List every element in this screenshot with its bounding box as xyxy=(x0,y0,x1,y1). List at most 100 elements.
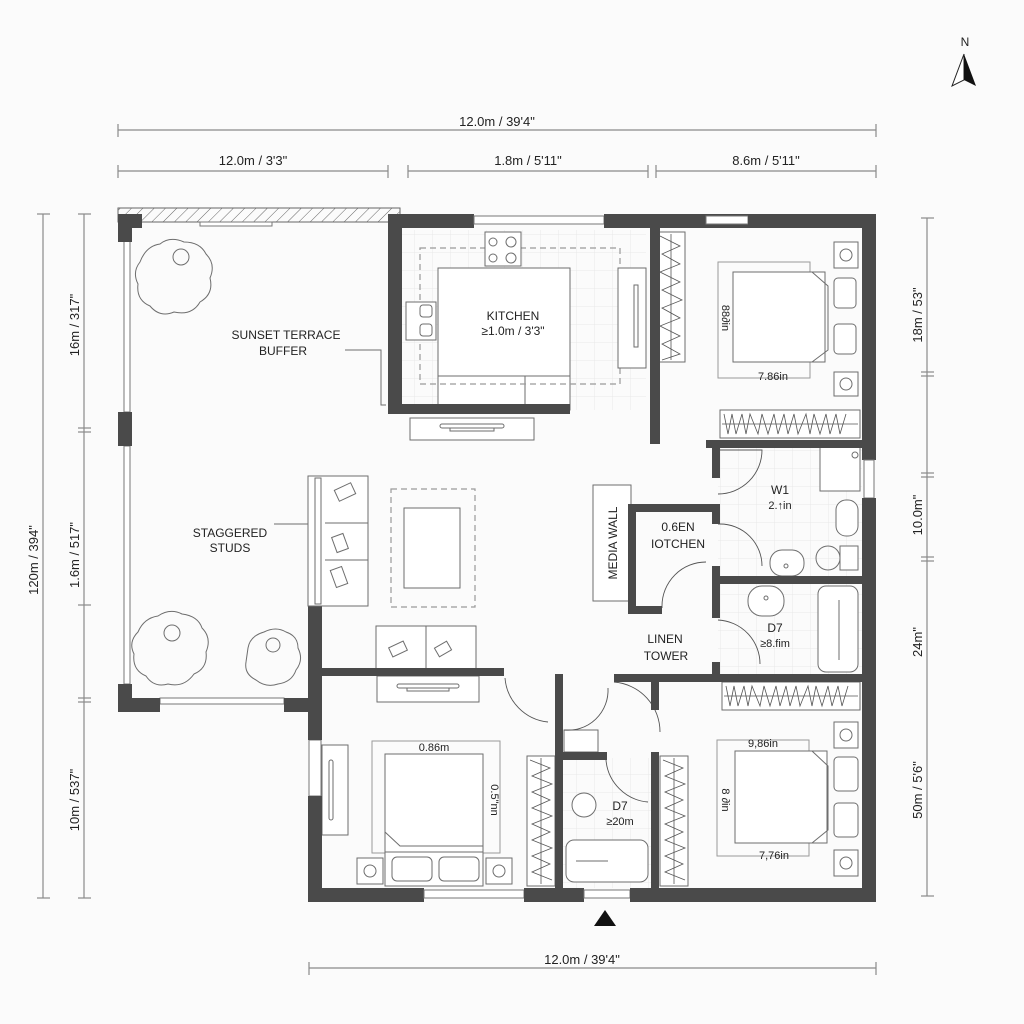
linen-tower-label: LINEN xyxy=(647,632,682,646)
stove-icon xyxy=(484,231,522,267)
toilet-icon xyxy=(571,792,597,818)
closet-icon xyxy=(526,755,556,887)
north-arrow-icon: N xyxy=(951,35,976,88)
sofa-bottom xyxy=(375,625,477,671)
svg-text:10m / 537": 10m / 537" xyxy=(67,768,82,831)
studs-label: STUDS xyxy=(210,541,251,555)
closet-icon xyxy=(719,409,861,439)
bedroom-ne: 88∂in 7.86in xyxy=(656,231,861,439)
fridge-icon xyxy=(617,267,647,369)
lamp-icon xyxy=(839,856,853,870)
dresser xyxy=(376,675,480,703)
basin-icon xyxy=(747,585,785,617)
sofa-left xyxy=(307,475,369,607)
d7-label: D7 xyxy=(612,799,628,813)
bedroom-sw: 0.86m 0.5"nn xyxy=(308,675,556,887)
entry-arrow-icon xyxy=(594,910,616,926)
terrace: SUNSET TERRACE BUFFER STAGGERED STUDS xyxy=(117,207,401,712)
bed-icon xyxy=(732,271,857,363)
kitchen-label: KITCHEN xyxy=(487,309,540,323)
plant-icon xyxy=(245,628,302,686)
bed-icon xyxy=(734,750,859,844)
svg-text:50m / 5'6": 50m / 5'6" xyxy=(910,761,925,819)
d7-size: ≥20m xyxy=(606,816,633,828)
bathroom-d7-upper: D7 ≥8.fim xyxy=(717,584,862,674)
basin-icon xyxy=(835,499,859,537)
terrace-hatch xyxy=(117,207,401,223)
lamp-icon xyxy=(839,728,853,742)
svg-text:24m": 24m" xyxy=(910,627,925,657)
bed-icon xyxy=(384,753,484,887)
dimension-right-segments: 18m / 53" 10.0m" 24m" 50m / 5'6" xyxy=(910,217,934,897)
nightstand xyxy=(485,857,513,885)
kitchen-sink-icon xyxy=(405,301,437,341)
coffee-table xyxy=(390,488,476,608)
bathtub-icon xyxy=(817,585,859,673)
dimension-top-segments: 12.0m / 3'3" 1.8m / 5'11" 8.6m / 5'11" xyxy=(117,153,877,178)
plant-icon xyxy=(131,610,209,686)
svg-text:16m / 317": 16m / 317" xyxy=(67,293,82,356)
nightstand xyxy=(833,721,859,749)
svg-text:N: N xyxy=(961,35,970,49)
bed-width-label: 0.86m xyxy=(419,742,450,754)
bed-width-label: 7,76in xyxy=(759,850,789,862)
plant-icon xyxy=(134,238,213,315)
walls xyxy=(308,214,876,902)
dimension-left-segments: 16m / 317" 1.6m / 517" 10m / 537" xyxy=(67,213,91,899)
nightstand xyxy=(356,857,384,885)
svg-text:1.8m / 5'11": 1.8m / 5'11" xyxy=(494,153,562,168)
w1-size: 2.↑in xyxy=(768,500,791,512)
svg-text:MEDIA WALL: MEDIA WALL xyxy=(606,506,620,579)
kitchen-size: ≥1.0m / 3'3" xyxy=(481,324,544,338)
shower-tray xyxy=(819,446,861,492)
linen-tower-label: TOWER xyxy=(644,649,689,663)
bed-width-label: 7.86in xyxy=(758,371,788,383)
closet-icon xyxy=(659,755,689,887)
media-wall: MEDIA WALL xyxy=(592,484,632,602)
terrace-label: BUFFER xyxy=(259,344,307,358)
bathroom-d7-lower: D7 ≥20m xyxy=(563,758,651,888)
lamp-icon xyxy=(839,248,853,262)
pantry: 0.6EN ΙOTCHEN xyxy=(651,520,707,608)
svg-text:120m / 394": 120m / 394" xyxy=(26,525,41,595)
closet-icon xyxy=(656,231,686,363)
basin-icon xyxy=(769,549,805,577)
terrace-corner-post xyxy=(118,684,160,712)
svg-text:8.6m / 5'11": 8.6m / 5'11" xyxy=(732,153,800,168)
bed-length-label: 0.5"nn xyxy=(488,784,500,815)
terrace-corner-post xyxy=(118,214,142,242)
w1-label: W1 xyxy=(771,483,789,497)
hall xyxy=(563,681,661,753)
lamp-icon xyxy=(492,864,506,878)
terrace-label: SUNSET TERRACE xyxy=(232,328,341,342)
pantry-label: ΙOTCHEN xyxy=(651,537,705,551)
terrace-post xyxy=(118,412,132,446)
lamp-icon xyxy=(363,864,377,878)
svg-text:18m / 53": 18m / 53" xyxy=(910,287,925,343)
desk xyxy=(321,744,349,836)
bedroom-se: 9,86in 7,76in 8 ∂in xyxy=(659,681,861,887)
living-room: MEDIA WALL xyxy=(307,475,632,671)
nightstand xyxy=(833,371,859,397)
lamp-icon xyxy=(839,377,853,391)
svg-text:12.0m / 39'4": 12.0m / 39'4" xyxy=(544,952,620,967)
dimension-bottom-overall: 12.0m / 39'4" xyxy=(308,952,877,975)
svg-text:10.0m": 10.0m" xyxy=(910,494,925,535)
d7-size: ≥8.fim xyxy=(760,638,790,650)
bed-length-label: 8 ∂in xyxy=(719,788,731,811)
tv-console xyxy=(409,417,535,441)
nightstand xyxy=(833,241,859,269)
bathroom-w1: W1 2.↑in xyxy=(717,446,862,577)
svg-text:1.6m / 517": 1.6m / 517" xyxy=(67,522,82,588)
d7-label: D7 xyxy=(767,621,783,635)
dimension-left-overall: 120m / 394" xyxy=(26,213,50,899)
studs-label: STAGGERED xyxy=(193,526,268,540)
svg-text:12.0m / 39'4": 12.0m / 39'4" xyxy=(459,114,535,129)
nightstand xyxy=(833,849,859,877)
closet-icon xyxy=(721,681,861,711)
bed-length-label: 88∂in xyxy=(719,305,731,331)
pantry-label: 0.6EN xyxy=(661,520,694,534)
svg-text:12.0m / 3'3": 12.0m / 3'3" xyxy=(219,153,288,168)
bed-width-label: 9,86in xyxy=(748,738,778,750)
